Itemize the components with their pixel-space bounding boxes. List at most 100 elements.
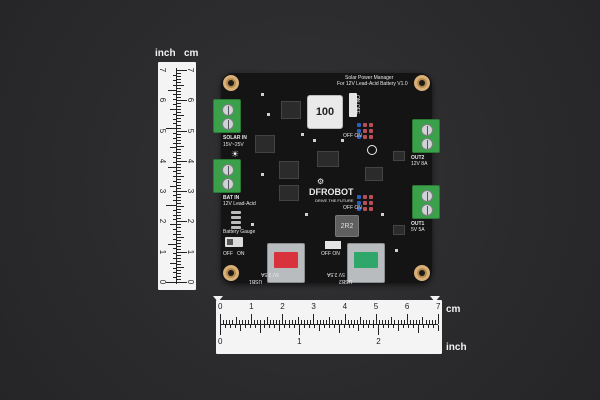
ruler-tick <box>177 160 187 162</box>
ruler-tick <box>397 320 399 324</box>
ruler-tick <box>173 171 176 173</box>
ruler-number-cm: 5 <box>373 302 379 311</box>
ruler-tick <box>260 320 262 324</box>
vertical-cm-unit-label: cm <box>184 48 199 59</box>
out2-switch-off-on: OFF ON <box>343 133 362 139</box>
ruler-number-cm: 2 <box>186 219 196 224</box>
ruler-tick <box>177 133 181 135</box>
ruler-tick <box>173 267 176 269</box>
ruler-tick <box>232 320 234 324</box>
ruler-tick <box>177 185 181 187</box>
ruler-tick <box>318 325 320 331</box>
ruler-number-inch: 3 <box>158 188 168 194</box>
out1-label: OUT1 <box>411 221 425 227</box>
ruler-tick <box>177 88 181 90</box>
ruler-tick <box>177 230 181 232</box>
ruler-tick <box>177 103 181 105</box>
smd-component <box>381 213 384 216</box>
ruler-tick <box>323 325 325 328</box>
ruler-tick <box>170 224 176 226</box>
usb2-port[interactable] <box>347 243 385 283</box>
ruler-tick <box>328 325 330 328</box>
ruler-tick <box>177 227 181 229</box>
ruler-number-cm: 1 <box>249 302 254 311</box>
ruler-tick <box>366 320 368 324</box>
smd-component <box>305 213 308 216</box>
out1-terminal[interactable] <box>412 185 440 219</box>
ruler-tick <box>266 317 268 324</box>
ruler-tick <box>173 99 176 101</box>
ruler-tick <box>177 236 184 238</box>
out2-terminal[interactable] <box>412 119 440 153</box>
secondary-inductor: 2R2 <box>335 215 359 237</box>
ruler-tick <box>177 242 181 244</box>
ruler-tick <box>177 191 187 193</box>
ruler-tick <box>177 215 181 217</box>
out2-jumper-header[interactable] <box>357 123 373 139</box>
solar-in-range: 15V~25V <box>223 142 244 148</box>
ruler-tick <box>333 325 335 328</box>
ruler-tick <box>338 320 340 324</box>
ruler-tick <box>177 76 181 78</box>
ruler-tick <box>269 320 271 324</box>
smd-component <box>341 139 344 142</box>
usb1-label: USB1 <box>249 278 263 284</box>
ruler-tick <box>177 73 181 75</box>
mounting-hole-top-right <box>414 75 430 91</box>
ruler-tick <box>173 94 176 96</box>
ruler-tick <box>307 320 309 324</box>
ruler-tick <box>357 320 359 324</box>
out1-jumper-header[interactable] <box>357 195 373 211</box>
ruler-tick <box>428 320 430 324</box>
ruler-tick <box>173 233 176 235</box>
ruler-tick <box>288 320 290 324</box>
usb1-port[interactable] <box>267 243 305 283</box>
mounting-hole-bottom-left <box>223 265 239 281</box>
ruler-tick <box>369 320 371 324</box>
ruler-tick <box>229 325 231 328</box>
ruler-tick <box>173 181 176 183</box>
ruler-tick <box>381 320 383 324</box>
ruler-tick <box>257 320 259 324</box>
ruler-number-cm: 0 <box>218 302 223 311</box>
main-switch-label: ON OFF <box>354 95 360 114</box>
ruler-tick <box>177 176 184 177</box>
ruler-number-cm: 7 <box>436 302 441 311</box>
ruler-tick <box>417 325 419 333</box>
ruler-tick <box>177 209 181 211</box>
ruler-tick <box>177 115 184 117</box>
ruler-tick <box>294 320 296 324</box>
ruler-tick <box>177 145 184 147</box>
ruler-tick <box>177 169 181 171</box>
ruler-tick <box>173 238 176 240</box>
ruler-tick <box>316 320 318 324</box>
controller-ic <box>317 151 339 167</box>
ruler-number-cm: 6 <box>186 98 196 103</box>
ruler-tick <box>177 124 181 126</box>
ruler-tick <box>173 190 176 192</box>
usb-power-switch[interactable] <box>325 241 341 249</box>
ruler-tick <box>347 320 349 324</box>
ruler-tick <box>173 123 176 125</box>
ruler-tick <box>282 314 284 324</box>
ruler-tick <box>173 272 176 274</box>
ruler-number-inch: 6 <box>158 98 168 103</box>
battery-gauge-switch[interactable] <box>225 237 243 247</box>
power-symbol-icon <box>367 145 377 155</box>
ruler-tick <box>166 205 176 207</box>
ruler-tick <box>299 325 301 335</box>
ruler-tick <box>335 320 337 324</box>
ruler-number-cm: 4 <box>342 302 348 311</box>
ruler-tick <box>177 142 181 144</box>
ruler-tick <box>241 320 243 324</box>
main-power-switch[interactable] <box>349 93 357 117</box>
solar-in-terminal[interactable] <box>213 99 241 133</box>
ruler-tick <box>304 320 306 324</box>
ruler-tick <box>177 224 181 226</box>
usb1-spec: 5V 2.5A <box>261 271 279 277</box>
bat-in-terminal[interactable] <box>213 159 241 193</box>
ruler-tick <box>173 248 176 250</box>
ruler-pointer-right <box>430 296 440 302</box>
bat-in-desc: 12V Lead-Acid <box>223 201 256 207</box>
